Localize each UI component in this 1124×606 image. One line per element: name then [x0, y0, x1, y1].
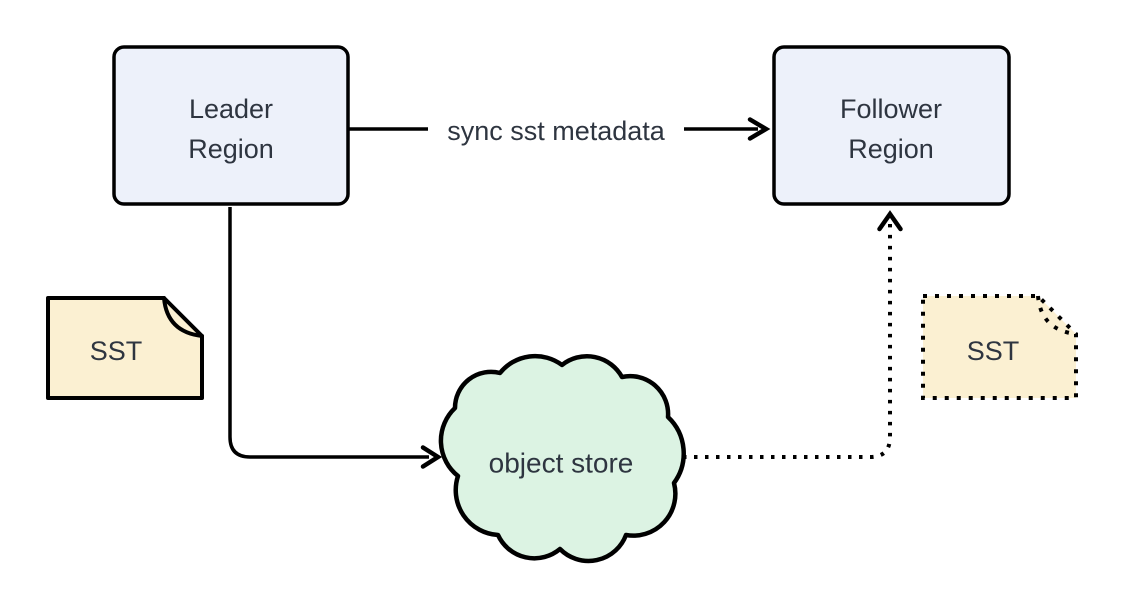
- node-leader-region: Leader Region: [112, 45, 350, 206]
- node-object-store: object store: [438, 353, 686, 564]
- node-sst-left: SST: [46, 296, 204, 400]
- edge-label-sync-sst-metadata: sync sst metadata: [447, 116, 666, 146]
- follower-region-box: [772, 45, 1011, 206]
- edge-leader-to-object-store: [228, 207, 443, 469]
- leader-region-box: [112, 45, 350, 206]
- document-shape: [46, 296, 204, 400]
- sst-left-label: SST: [90, 336, 143, 366]
- edge-line-dotted: [683, 224, 892, 459]
- edge-sync-sst-metadata: sync sst metadata: [349, 106, 771, 152]
- follower-region-label-line2: Region: [848, 134, 934, 164]
- object-store-label: object store: [489, 448, 634, 479]
- node-follower-region: Follower Region: [772, 45, 1011, 206]
- leader-region-label-line1: Leader: [189, 94, 273, 124]
- arrowhead-up-icon: [877, 210, 903, 232]
- edge-object-store-to-follower: [683, 210, 903, 459]
- document-fold-icon: [162, 296, 204, 338]
- edge-label-background: [428, 106, 684, 152]
- sst-right-label: SST: [967, 336, 1020, 366]
- cloud-shape: [438, 353, 686, 564]
- follower-region-label-line1: Follower: [840, 94, 942, 124]
- edge-line: [228, 207, 429, 459]
- node-sst-right: SST: [921, 294, 1078, 400]
- arrowhead-right-icon: [420, 445, 443, 469]
- leader-region-label-line2: Region: [188, 134, 274, 164]
- arrowhead-right-icon: [747, 117, 771, 141]
- document-shape-dotted: [921, 294, 1078, 400]
